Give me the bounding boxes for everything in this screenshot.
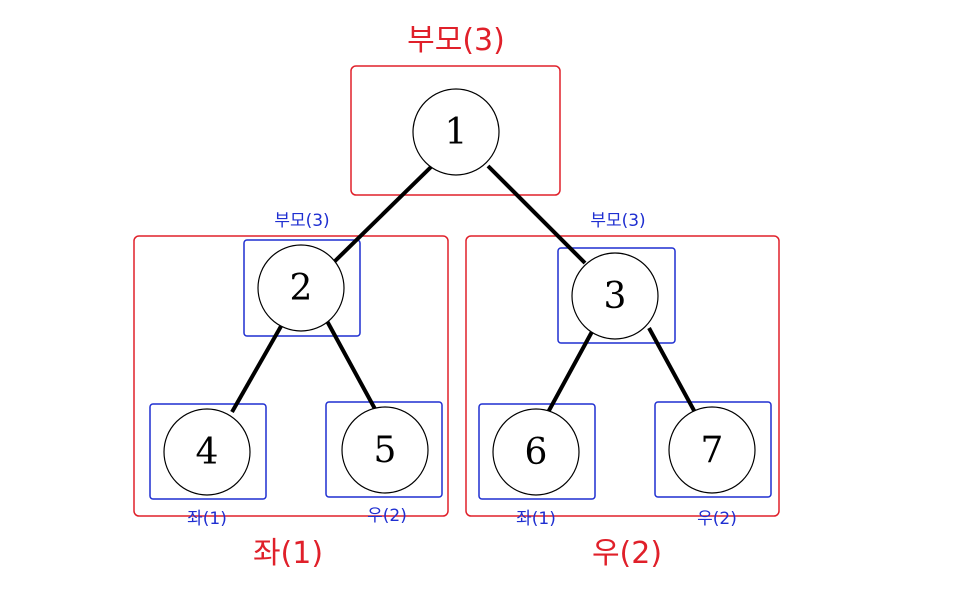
root-group-box (350, 65, 561, 196)
right-subtree-label: 우(2) (592, 536, 662, 571)
node-6-box (478, 403, 596, 500)
node-1-label: 1 (445, 112, 468, 153)
node-3-box (557, 247, 676, 344)
node-6-circle (492, 408, 580, 496)
node-4-circle (163, 408, 251, 496)
node-4-label: 4 (196, 432, 219, 473)
node-6-left-label: 좌(1) (516, 509, 556, 529)
left-subtree-label: 좌(1) (253, 536, 323, 571)
edge-2-4 (230, 320, 286, 413)
edge-3-7 (647, 327, 699, 417)
node-2-circle (257, 244, 345, 332)
edge-2-5 (325, 320, 377, 410)
node-5-right-label: 우(2) (367, 506, 407, 526)
node-6-label: 6 (525, 432, 548, 473)
left-subtree-box (133, 235, 449, 517)
node-5-label: 5 (374, 430, 397, 471)
edge-1-3 (486, 164, 587, 265)
node-2-box (243, 239, 361, 337)
edge-1-2 (331, 164, 434, 265)
node-4-box (149, 403, 267, 500)
node-3-parent-label: 부모(3) (590, 211, 645, 231)
node-7-right-label: 우(2) (697, 509, 737, 529)
node-4-left-label: 좌(1) (187, 509, 227, 529)
node-1-circle (412, 88, 500, 176)
edge-3-6 (544, 327, 596, 417)
node-7-label: 7 (701, 430, 724, 471)
node-5-circle (341, 406, 429, 494)
node-3-circle (571, 252, 659, 340)
node-2-parent-label: 부모(3) (274, 211, 329, 231)
root-group-label: 부모(3) (407, 23, 505, 58)
right-subtree-box (465, 235, 780, 517)
node-7-box (654, 401, 772, 498)
node-5-box (325, 401, 443, 498)
node-2-label: 2 (290, 268, 313, 309)
node-3-label: 3 (604, 276, 627, 317)
node-7-circle (668, 406, 756, 494)
